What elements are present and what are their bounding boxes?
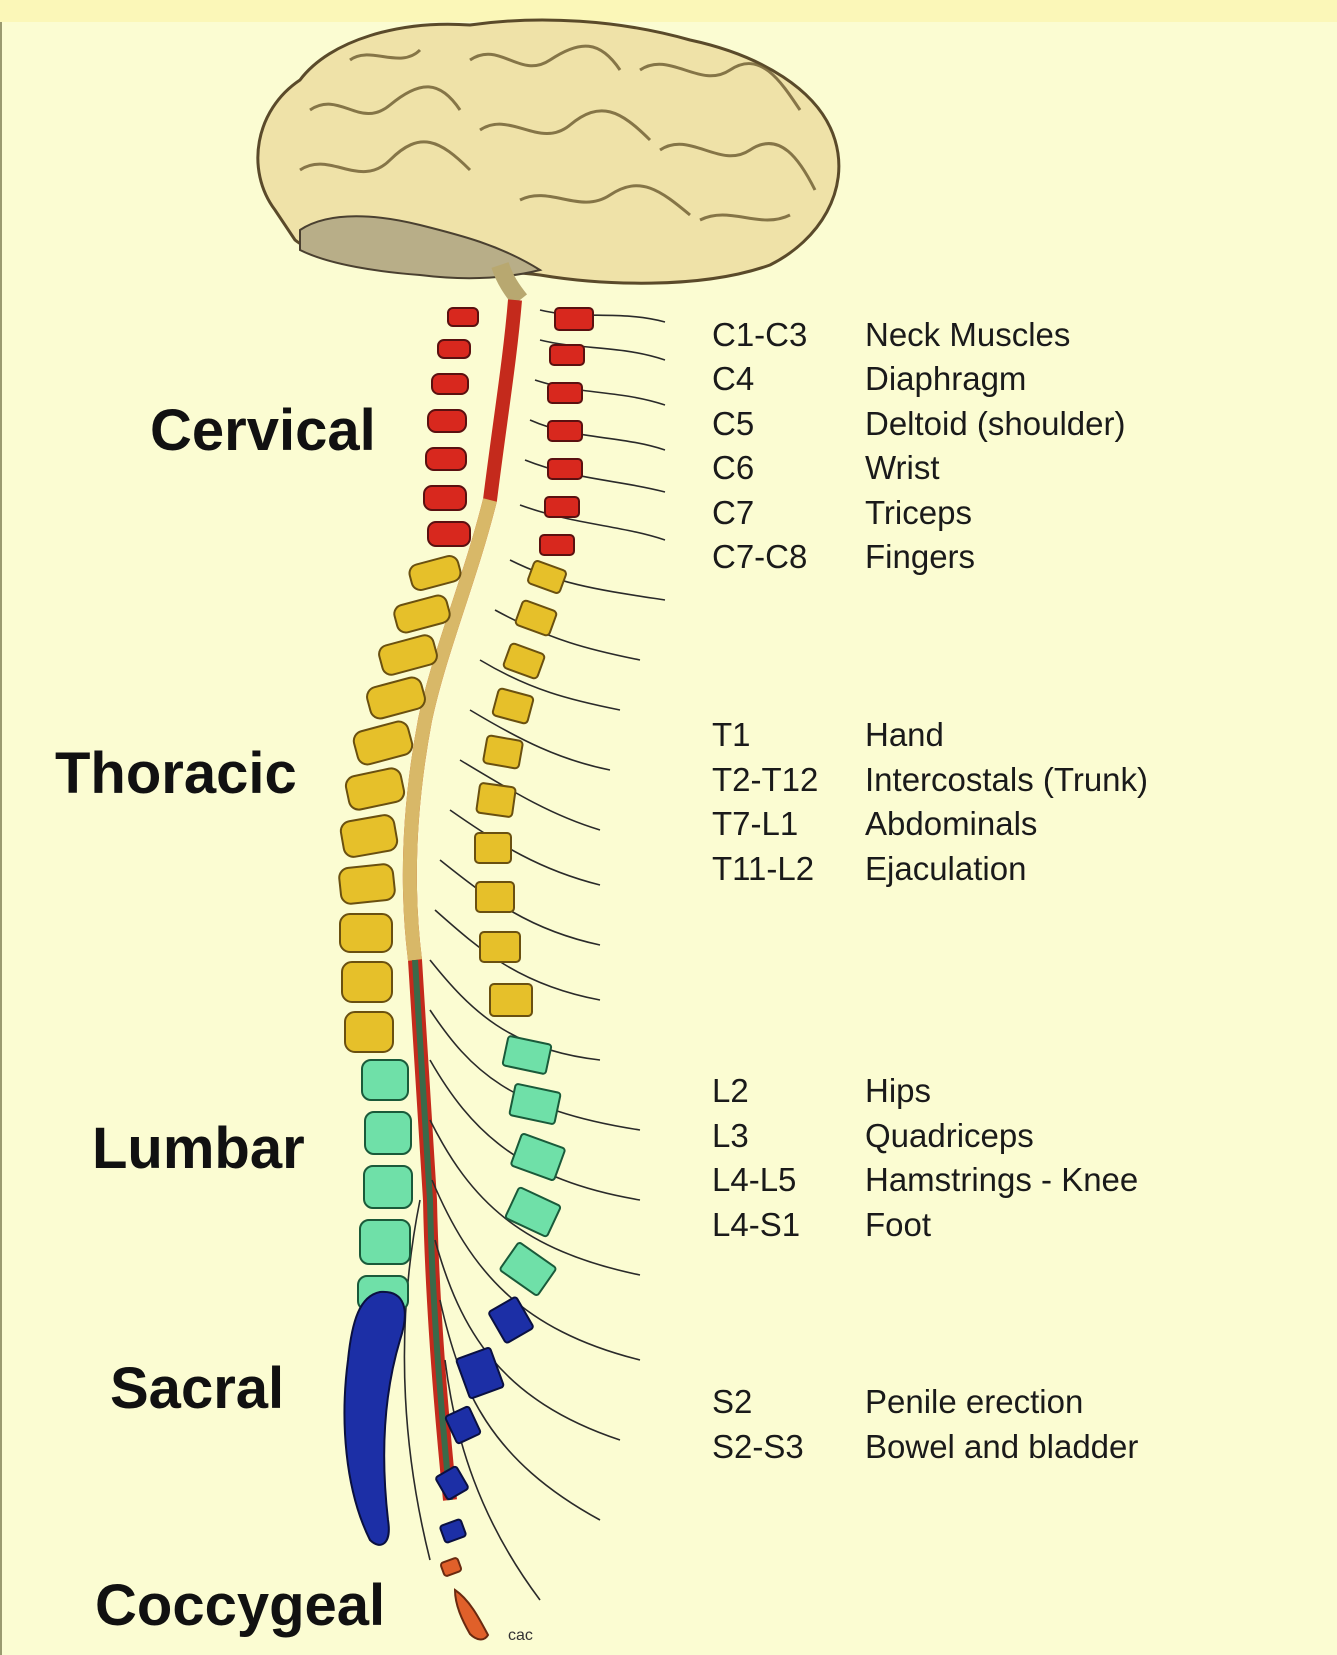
function-label: Intercostals (Trunk) bbox=[865, 761, 1149, 798]
function-label: Penile erection bbox=[865, 1383, 1084, 1420]
top-band bbox=[0, 0, 1337, 22]
function-label: Hips bbox=[865, 1072, 932, 1109]
coccyx bbox=[439, 1557, 490, 1641]
function-label: Diaphragm bbox=[865, 360, 1027, 397]
function-label: Hamstrings - Knee bbox=[865, 1161, 1139, 1198]
level-label: L2 bbox=[712, 1072, 749, 1109]
sacral-vertebrae bbox=[343, 1290, 534, 1546]
level-label: T7-L1 bbox=[712, 805, 799, 842]
level-label: T11-L2 bbox=[712, 850, 815, 887]
level-label: C7-C8 bbox=[712, 538, 808, 575]
function-label: Foot bbox=[865, 1206, 932, 1243]
spinal-nerves bbox=[403, 309, 666, 1601]
function-label: Ejaculation bbox=[865, 850, 1027, 887]
artist-credit: cac bbox=[508, 1627, 533, 1644]
region-label-sacral: Sacral bbox=[110, 1356, 285, 1421]
brain bbox=[256, 18, 841, 306]
level-label: C4 bbox=[712, 360, 755, 397]
level-label: C6 bbox=[712, 449, 755, 486]
level-label: T2-T12 bbox=[712, 761, 819, 798]
cervical-vertebrae bbox=[423, 307, 594, 556]
function-label: Bowel and bladder bbox=[865, 1428, 1139, 1465]
function-label: Abdominals bbox=[865, 805, 1038, 842]
region-label-lumbar: Lumbar bbox=[92, 1116, 305, 1181]
function-label: Fingers bbox=[865, 538, 976, 575]
level-label: T1 bbox=[712, 716, 751, 753]
function-label: Neck Muscles bbox=[865, 316, 1071, 353]
level-label: C5 bbox=[712, 405, 755, 442]
level-label: S2-S3 bbox=[712, 1428, 804, 1465]
level-label: L4-L5 bbox=[712, 1161, 797, 1198]
function-label: Triceps bbox=[865, 494, 972, 531]
level-label: L3 bbox=[712, 1117, 749, 1154]
function-label: Wrist bbox=[865, 449, 940, 486]
function-label: Deltoid (shoulder) bbox=[865, 405, 1126, 442]
thoracic-vertebrae bbox=[338, 554, 567, 1053]
left-border bbox=[0, 22, 2, 1655]
level-label: S2 bbox=[712, 1383, 753, 1420]
region-label-coccygeal: Coccygeal bbox=[95, 1573, 386, 1638]
region-label-thoracic: Thoracic bbox=[55, 741, 297, 806]
level-label: C7 bbox=[712, 494, 755, 531]
region-label-cervical: Cervical bbox=[150, 398, 376, 463]
level-label: C1-C3 bbox=[712, 316, 808, 353]
function-label: Quadriceps bbox=[865, 1117, 1034, 1154]
level-label: L4-S1 bbox=[712, 1206, 801, 1243]
function-label: Hand bbox=[865, 716, 944, 753]
